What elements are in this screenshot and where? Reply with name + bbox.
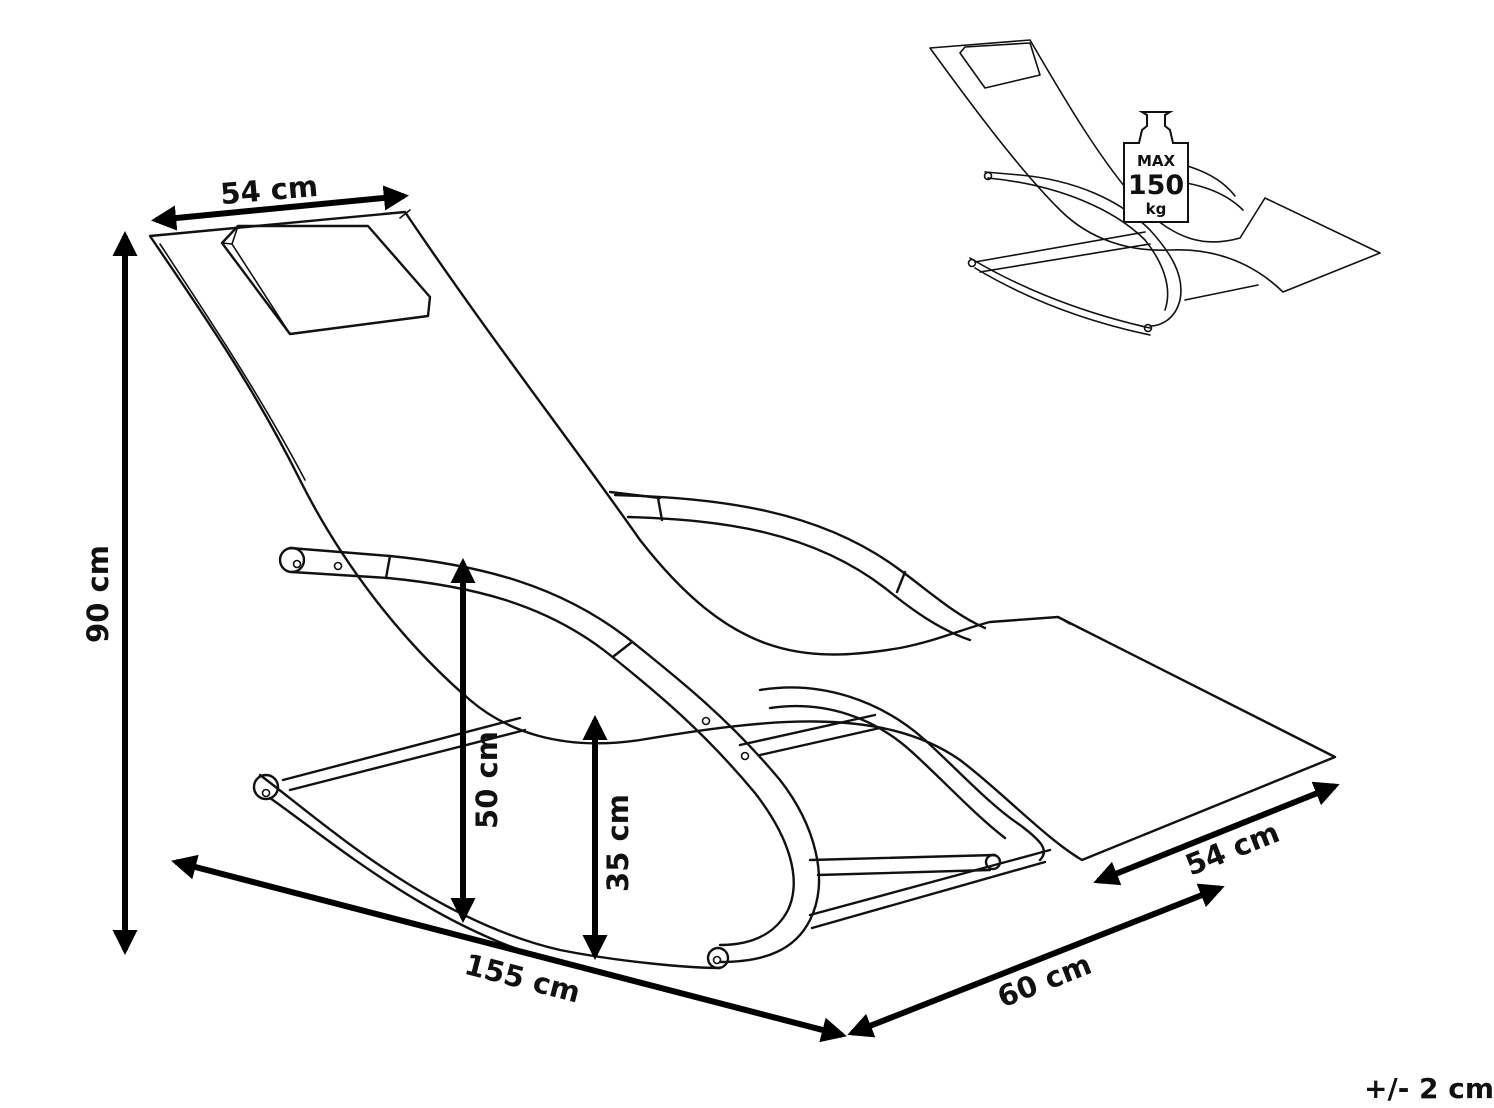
runner-end-cap-2 (706, 946, 730, 970)
dim-line-length (171, 854, 847, 1043)
frame-bolt (712, 955, 722, 965)
tolerance-note: +/- 2 cm (1364, 1072, 1494, 1105)
inset-runner-inner (974, 267, 1151, 336)
sling-edge-left (159, 243, 306, 481)
inset-armrest (984, 171, 1182, 327)
armrest-end-cap (278, 546, 306, 574)
dimension-lines: 54 cm 90 cm 50 cm 35 cm 155 cm 60 cm 54 … (81, 169, 1340, 1043)
headrest-pillow-corner (221, 242, 233, 245)
rear-cross-bar-top (281, 716, 522, 782)
dim-label-length: 155 cm (461, 947, 584, 1009)
dim-label-width-top: 54 cm (219, 169, 319, 211)
frame-bolt (333, 561, 343, 571)
dim-label-rail-height: 35 cm (601, 794, 635, 892)
inset-end-cap (983, 171, 993, 181)
inset-headrest (959, 42, 1041, 89)
dim-line-width-top (150, 185, 410, 231)
frame-bolt (740, 751, 750, 761)
armrest-joint-2 (612, 640, 634, 658)
sling-fold (1057, 616, 1071, 625)
weight-value: 150 (1128, 170, 1184, 201)
cross-bar-end-cap (984, 853, 1002, 871)
inset-cross-bar-2 (979, 243, 1151, 273)
inset-cross-bar (974, 231, 1146, 263)
product-dimension-diagram: 54 cm 90 cm 50 cm 35 cm 155 cm 60 cm 54 … (81, 39, 1494, 1105)
inset-armrest-inner (987, 177, 1169, 311)
runner-end-cap (252, 773, 280, 801)
sling-end (1074, 854, 1083, 861)
headrest-pillow (220, 224, 432, 336)
diagram-canvas: 54 cm 90 cm 50 cm 35 cm 155 cm 60 cm 54 … (81, 39, 1381, 1043)
inset-runner (969, 257, 1151, 329)
seat-sling (148, 210, 1337, 862)
far-armrest-outer (613, 493, 987, 630)
frame-bolt (701, 716, 711, 726)
inset-front-bar (1184, 284, 1259, 301)
dim-line-width-front (1093, 781, 1340, 886)
weight-icon (1123, 111, 1189, 223)
far-rocker-outer (758, 686, 1046, 862)
far-rocker-inner (768, 704, 1007, 840)
far-armrest-inner (626, 515, 972, 642)
far-armrest-joint-2 (895, 570, 907, 594)
rear-cross-bar-bottom (288, 728, 527, 792)
mid-cross-bar-bottom (758, 726, 882, 757)
inset-end-cap (1143, 323, 1153, 333)
dim-line-depth (847, 883, 1225, 1038)
frame-bolt (261, 788, 271, 798)
weight-unit: kg (1146, 200, 1167, 218)
frame-bolt (292, 559, 302, 569)
inset-end-cap (967, 258, 977, 268)
weight-max-label: MAX (1137, 152, 1176, 170)
inset-lounger-drawing (929, 39, 1381, 336)
max-weight-badge: MAX 150 kg (1123, 111, 1189, 223)
mid-cross-bar-top (738, 713, 877, 747)
headrest-pillow-edge (231, 225, 291, 335)
dim-label-height: 90 cm (81, 545, 115, 643)
front-cross-bar-top (808, 853, 997, 862)
far-armrest-joint (656, 496, 664, 522)
near-armrest-outer (288, 546, 821, 964)
armrest-joint (384, 554, 392, 580)
dim-label-seat-height: 50 cm (470, 731, 504, 829)
